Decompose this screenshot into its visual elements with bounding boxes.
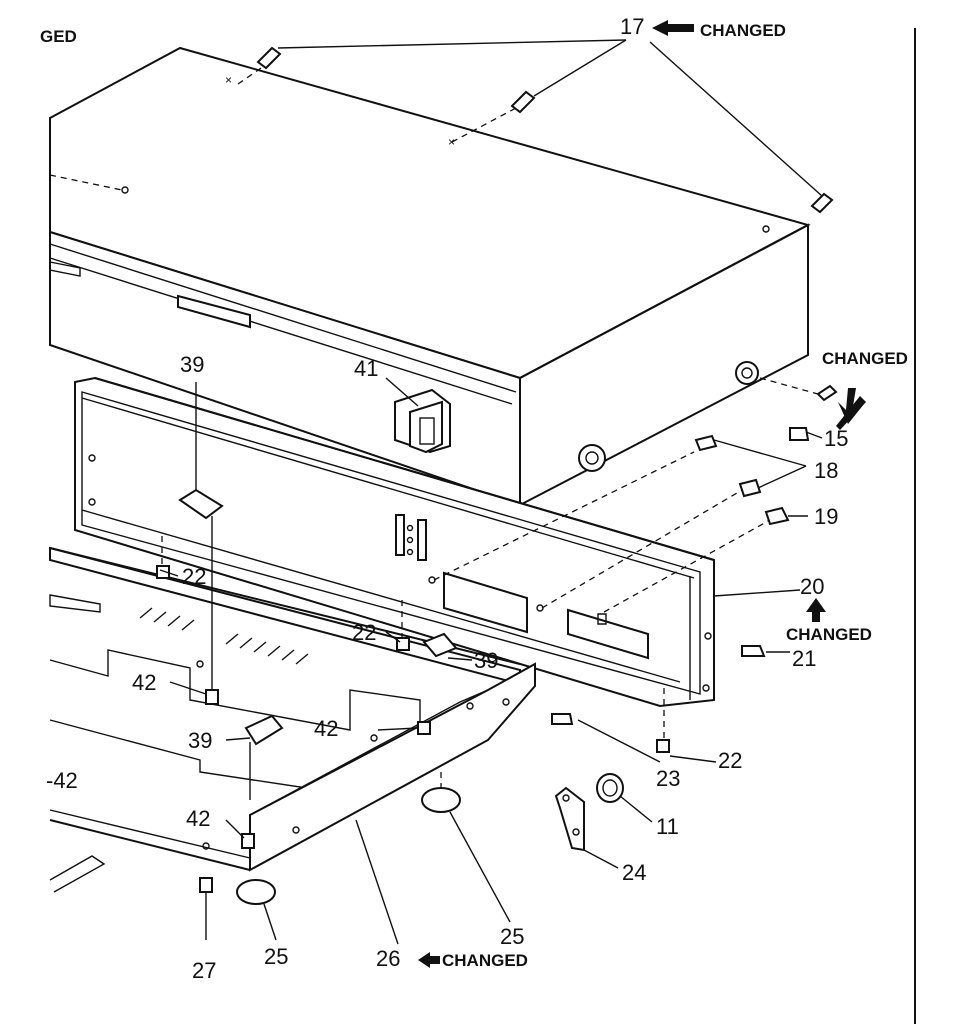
label-42-b: 42 <box>314 716 338 741</box>
leader-42a <box>169 681 207 695</box>
svg-text:×: × <box>225 73 232 87</box>
part-24-11 <box>554 719 661 869</box>
arrow-down-icon <box>838 388 864 424</box>
changed-15: CHANGED <box>822 349 908 368</box>
label-11: 11 <box>656 814 679 839</box>
label-18: 18 <box>814 458 838 483</box>
label-19: 19 <box>814 504 838 529</box>
feet-25 <box>236 772 511 941</box>
label-24: 24 <box>622 860 646 885</box>
front-panel <box>74 376 771 708</box>
arrow-left-icon <box>652 20 694 36</box>
corner-text: GED <box>40 27 77 46</box>
label-21: 21 <box>792 646 816 671</box>
arrow-left-small-icon <box>418 952 440 968</box>
screw-17-group <box>237 39 834 214</box>
changed-26: CHANGED <box>442 951 528 970</box>
label-39-mid: 39 <box>474 648 498 673</box>
changed-17: CHANGED <box>700 21 786 40</box>
label-17: 17 <box>620 14 644 39</box>
changed-20: CHANGED <box>786 625 872 644</box>
leader-42c <box>225 819 245 839</box>
leader-22c <box>669 755 717 763</box>
bracket-39 <box>178 382 458 800</box>
leader-22a <box>159 569 179 577</box>
side-screws <box>694 377 838 657</box>
leader-26 <box>355 819 399 945</box>
leader-39b <box>447 657 473 661</box>
leader-39c <box>225 737 251 741</box>
label-22-left: 22 <box>182 564 206 589</box>
label-39-low: 39 <box>188 728 212 753</box>
label-42-c: 42 <box>186 806 210 831</box>
label-23: 23 <box>656 766 680 791</box>
small-screws <box>156 536 670 940</box>
label-22-mid: 22 <box>352 620 376 645</box>
leader-22b <box>385 631 401 643</box>
label-15: 15 <box>824 426 848 451</box>
label-20: 20 <box>800 574 824 599</box>
label-42-a: 42 <box>132 670 156 695</box>
leader-42b <box>377 727 419 731</box>
label-42-edge: -42 <box>46 768 78 793</box>
arrow-up-icon <box>806 598 826 622</box>
label-25-right: 25 <box>500 924 524 949</box>
label-27: 27 <box>192 958 216 983</box>
label-22-right: 22 <box>718 748 742 773</box>
label-25-left: 25 <box>264 944 288 969</box>
label-39-top: 39 <box>180 352 204 377</box>
svg-text:×: × <box>448 135 455 149</box>
arrow-diag-icon <box>836 396 866 430</box>
part-41-bracket <box>385 377 451 454</box>
label-41: 41 <box>354 356 378 381</box>
label-26: 26 <box>376 946 400 971</box>
